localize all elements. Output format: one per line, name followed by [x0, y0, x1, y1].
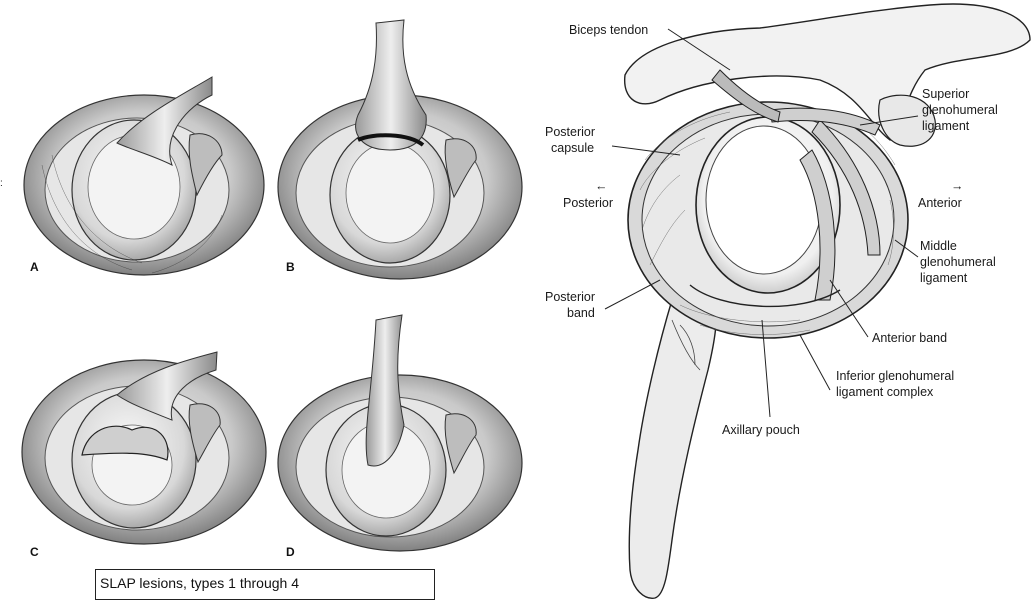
- arrow-right: →: [951, 179, 964, 193]
- caption-box: SLAP lesions, types 1 through 4: [95, 569, 435, 600]
- label-superior-gh-3: ligament: [922, 119, 970, 133]
- panel-letter-a: A: [30, 260, 39, 274]
- label-superior-gh-2: glenohumeral: [922, 103, 998, 117]
- label-middle-gh-2: glenohumeral: [920, 255, 996, 269]
- label-middle-gh-3: ligament: [920, 271, 968, 285]
- slap-panel-b: [278, 20, 522, 279]
- leader-inferior: [800, 335, 830, 390]
- label-inferior-gh-2: ligament complex: [836, 385, 934, 399]
- label-anterior-band: Anterior band: [872, 331, 947, 345]
- panel-letter-d: D: [286, 545, 295, 559]
- slap-panel-a: [24, 77, 264, 275]
- leader-post-band: [605, 280, 660, 309]
- figure-caption: SLAP lesions, types 1 through 4: [100, 575, 299, 591]
- label-posterior-capsule-1: Posterior: [545, 125, 595, 139]
- panel-letter-c: C: [30, 545, 39, 559]
- label-posterior-capsule-2: capsule: [551, 141, 594, 155]
- label-anterior: Anterior: [918, 196, 962, 210]
- slap-panel-c: [22, 352, 266, 544]
- slap-panel-d: [278, 315, 522, 551]
- arrow-left: ←: [595, 179, 608, 193]
- panel-letter-b: B: [286, 260, 295, 274]
- label-biceps-tendon: Biceps tendon: [569, 23, 648, 37]
- label-inferior-gh-1: Inferior glenohumeral: [836, 369, 954, 383]
- label-posterior: Posterior: [563, 196, 613, 210]
- label-posterior-band-2: band: [567, 306, 595, 320]
- edge-mark: :: [0, 178, 3, 189]
- label-middle-gh-1: Middle: [920, 239, 957, 253]
- label-posterior-band-1: Posterior: [545, 290, 595, 304]
- label-axillary-pouch: Axillary pouch: [722, 423, 800, 437]
- scapula-outline: [629, 300, 716, 598]
- slap-lesions-figure: : A B: [0, 20, 522, 559]
- label-superior-gh-1: Superior: [922, 87, 969, 101]
- glenohumeral-anatomy-figure: Biceps tendon Superior glenohumeral liga…: [545, 4, 1030, 598]
